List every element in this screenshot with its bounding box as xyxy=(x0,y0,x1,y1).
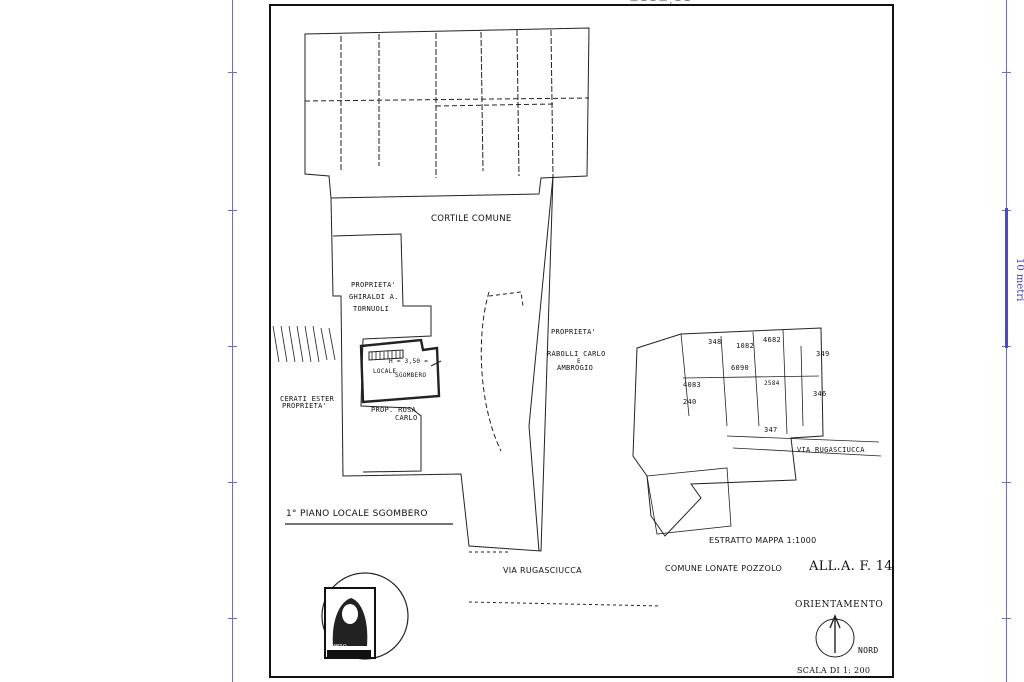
allegato-label: ALL.A. F. 14 xyxy=(809,559,893,574)
room-height-label: H = 3,50 = xyxy=(389,358,429,365)
prop-raboli-line1: PROPRIETA' xyxy=(551,328,597,336)
parcel-number: 4083 xyxy=(683,381,702,389)
ruler-tick xyxy=(1002,618,1011,619)
prop-ghiraldi-line3: TORNUOLI xyxy=(353,305,390,313)
parcel-number: 6090 xyxy=(731,364,750,372)
wall-stub xyxy=(430,360,442,367)
courtyard-label: CORTILE COMUNE xyxy=(431,214,512,224)
prop-ghiraldi-line1: PROPRIETA' xyxy=(351,281,397,289)
prop-rosa-line2: CARLO xyxy=(395,414,418,422)
ruler-tick xyxy=(228,482,237,483)
ruler-tick xyxy=(228,346,237,347)
room-name-line2: SGOMBERO xyxy=(395,372,427,379)
prop-ghiraldi-line2: GHIRALDI A. xyxy=(349,293,399,301)
room-name-line1: LOCALE xyxy=(373,368,397,375)
floor-title: 1° PIANO LOCALE SGOMBERO xyxy=(286,509,428,519)
parcel-number: 4682 xyxy=(763,336,782,344)
ruler-tick xyxy=(1002,72,1011,73)
courtyard-outline xyxy=(330,175,554,552)
cut-header-text: — ~ ~ — , ~ ~ xyxy=(630,0,691,5)
prop-rosa-line1: PROP. ROSA xyxy=(371,406,417,414)
central-arc xyxy=(480,291,502,452)
property-divider xyxy=(528,175,554,552)
prop-cerati-line2: CERATI ESTER xyxy=(280,395,335,403)
locale-sgombero-outline xyxy=(359,338,441,404)
parcel-number: 348 xyxy=(708,338,722,346)
compass-arrow xyxy=(829,614,841,653)
prop-cerati-line1: PROPRIETA' xyxy=(282,402,328,410)
street-edges xyxy=(468,551,662,607)
room-outline-west xyxy=(332,233,432,340)
map-street-lines xyxy=(682,375,882,457)
ruler-tick xyxy=(228,72,237,73)
parcel-number: 240 xyxy=(683,398,697,406)
stamp-text: TIMBRO xyxy=(327,644,347,650)
parcel-number: 1082 xyxy=(736,342,755,350)
measurement-scale-bar[interactable] xyxy=(1005,208,1008,348)
ruler-tick xyxy=(228,210,237,211)
drawing-sheet: CORTILE COMUNE PROPRIETA' GHIRALDI A. TO… xyxy=(269,4,894,678)
north-label: NORD xyxy=(858,646,879,655)
building-partitions xyxy=(340,29,554,178)
building-partitions-h xyxy=(304,97,590,107)
parcel-number: 347 xyxy=(764,426,778,434)
parcel-number: 2584 xyxy=(764,380,780,387)
building-outline-top xyxy=(304,27,590,199)
floor-plan-drawing xyxy=(272,27,882,660)
parcel-number: 349 xyxy=(816,350,830,358)
ruler-tick xyxy=(1002,482,1011,483)
orientation-title: ORIENTAMENTO xyxy=(795,600,884,610)
street-label-plan: VIA RUGASCIUCCA xyxy=(503,566,582,575)
prop-raboli-line2: RABOLLI CARLO xyxy=(547,350,606,358)
parcel-number: 346 xyxy=(813,390,827,398)
map-block-south xyxy=(646,467,732,535)
prop-raboli-line3: E xyxy=(577,358,581,365)
stair-block xyxy=(368,349,404,361)
map-caption: ESTRATTO MAPPA 1:1000 xyxy=(709,536,817,545)
room-outline-south-west xyxy=(360,338,422,473)
map-street-label: VIA RUGASCIUCCA xyxy=(797,446,865,454)
scale-text: SCALA DI 1: 200 xyxy=(797,666,871,675)
ruler-tick xyxy=(228,618,237,619)
scale-bar-label: 10 metri xyxy=(1014,258,1024,302)
map-extract-outline xyxy=(632,327,824,537)
prop-raboli-line4: AMBROGIO xyxy=(557,364,594,372)
map-parcel-lines xyxy=(680,329,804,435)
comune-label: COMUNE LONATE POZZOLO xyxy=(665,564,783,573)
page-margin-line-left xyxy=(232,0,233,682)
stamp-emblem xyxy=(324,587,376,659)
west-hatch xyxy=(272,325,336,363)
